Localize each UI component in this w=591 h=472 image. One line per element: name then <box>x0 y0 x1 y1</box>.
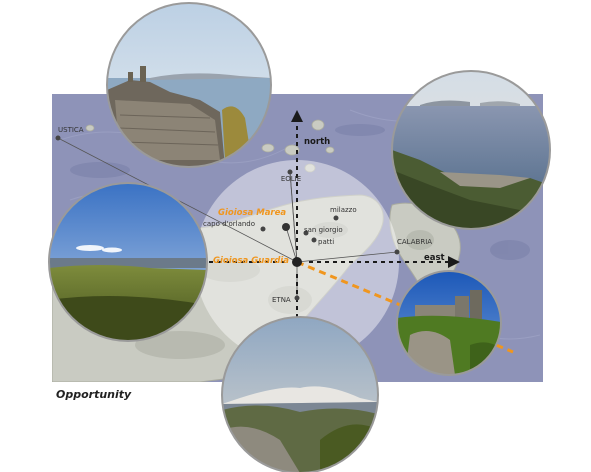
gioiosa-guardia-dot <box>292 257 302 267</box>
photo-north-ruins <box>106 2 272 168</box>
eolie-dot <box>287 169 293 175</box>
gioiosa-marea-dot <box>282 223 290 231</box>
calabria-dot <box>394 249 400 255</box>
figure-caption: Opportunity <box>56 388 132 401</box>
gioiosa-guardia-label: Gioiosa Guardia <box>213 256 289 266</box>
photo-east-coast <box>391 70 551 230</box>
north-arrowhead <box>291 110 303 122</box>
capo-orlando-label: capo d'orlando <box>203 220 255 228</box>
east-label: east <box>424 253 445 263</box>
eolie-label: EOLIE <box>281 175 301 183</box>
direction-arrows <box>162 122 448 350</box>
gioiosa-marea-label: Gioiosa Marea <box>218 208 286 218</box>
photo-castle-ruins <box>396 270 502 376</box>
milazzo-label: milazzo <box>330 206 357 214</box>
location-dots <box>55 135 400 301</box>
etna-dot <box>294 295 300 301</box>
photo-south-etna <box>221 316 379 472</box>
east-arrowhead <box>448 256 460 268</box>
north-label: north <box>304 137 330 147</box>
photo-west-hills <box>48 182 208 342</box>
patti-dot <box>311 237 317 243</box>
patti-label: patti <box>318 238 334 246</box>
san-giorgio-dot <box>303 230 309 236</box>
ustica-label: USTICA <box>58 126 84 134</box>
san-giorgio-label: san giorgio <box>304 226 343 234</box>
etna-label: ETNA <box>272 296 291 304</box>
ustica-dot <box>55 135 61 141</box>
capo-orlando-dot <box>260 226 266 232</box>
calabria-label: CALABRIA <box>397 238 432 246</box>
milazzo-dot <box>333 215 339 221</box>
